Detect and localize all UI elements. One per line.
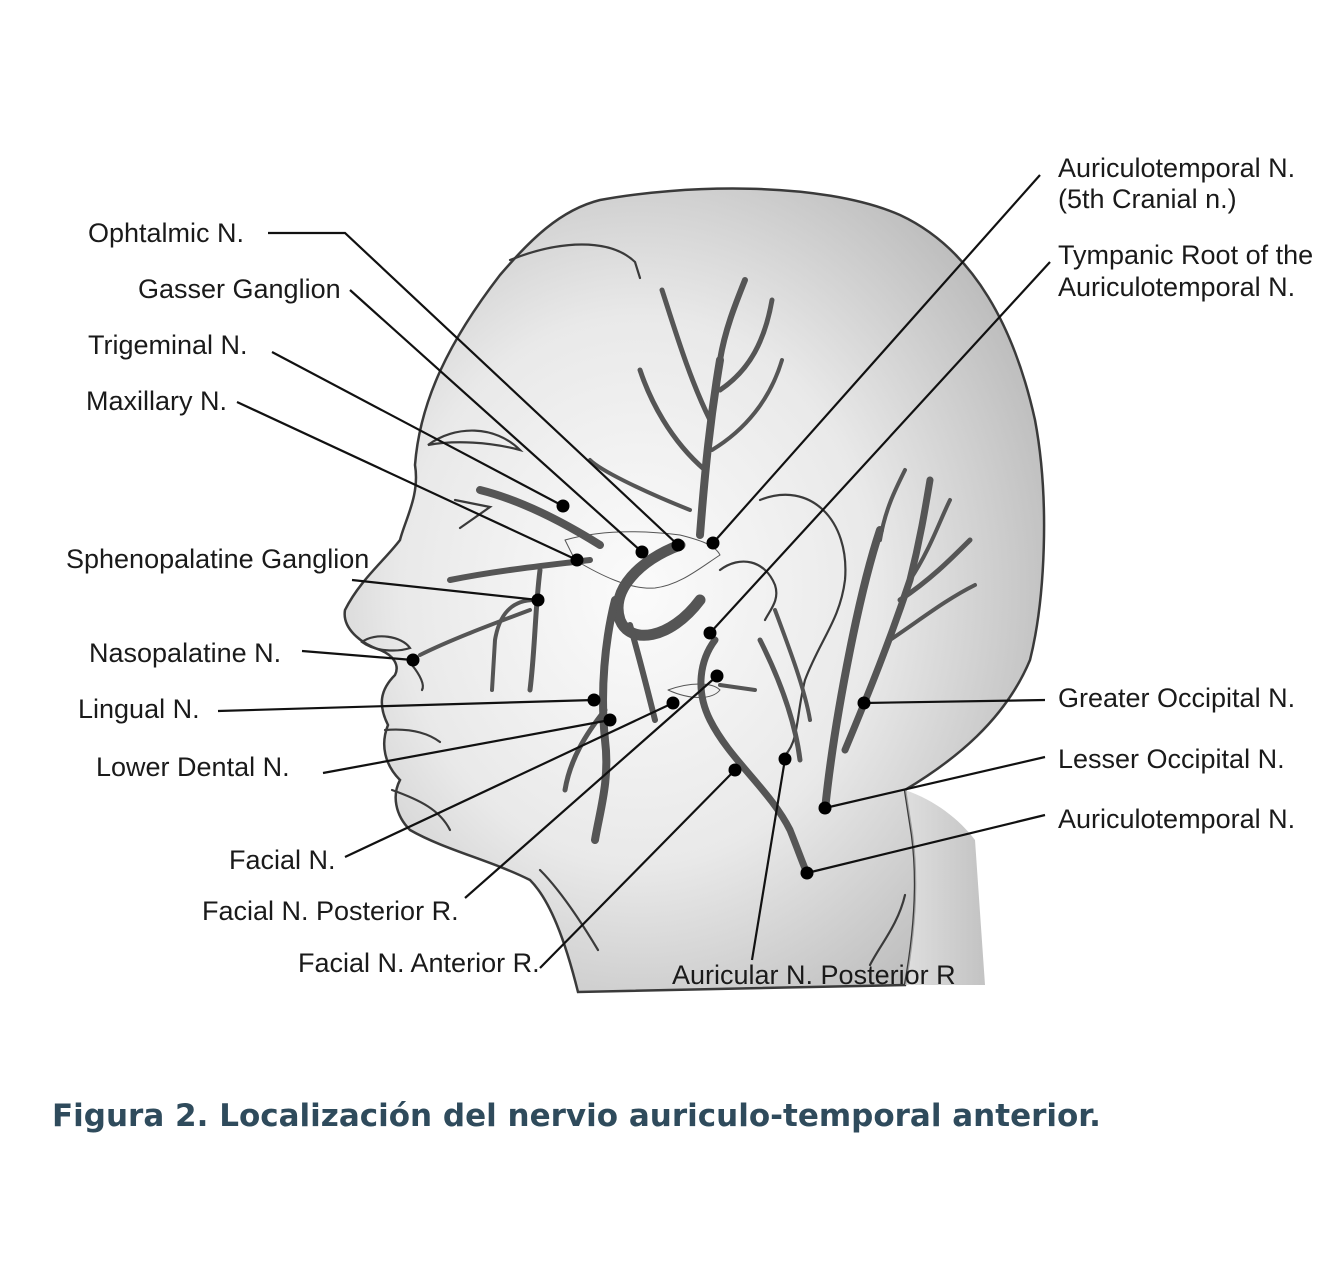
scalp-line xyxy=(508,243,642,280)
label-tympanic-line1: Tympanic Root of the xyxy=(1058,240,1313,270)
dot-tympanic xyxy=(703,626,717,640)
dot-facial-anterior xyxy=(728,763,742,777)
label-auriculotemporal-top-line2: (5th Cranial n.) xyxy=(1058,184,1237,214)
figure-caption: Figura 2. Localización del nervio auricu… xyxy=(52,1098,1101,1134)
label-greater-occipital: Greater Occipital N. xyxy=(1058,683,1295,713)
dot-sphenopalatine xyxy=(531,593,545,607)
label-ophtalmic: Ophtalmic N. xyxy=(88,218,244,248)
label-auricular-posterior: Auricular N. Posterior R xyxy=(672,960,956,990)
labels: Ophtalmic N. Gasser Ganglion Trigeminal … xyxy=(66,153,1313,990)
leader-lines xyxy=(217,174,1051,969)
dot-maxillary xyxy=(570,553,584,567)
dot-auriculotemporal-top xyxy=(706,536,720,550)
ear-inner xyxy=(718,560,778,622)
dot-ophtalmic xyxy=(671,538,685,552)
nostril xyxy=(360,635,412,652)
dot-lesser-occipital xyxy=(818,801,832,815)
mouth xyxy=(383,728,442,744)
dot-lower-dental xyxy=(603,713,617,727)
dot-lingual xyxy=(587,693,601,707)
label-facial: Facial N. xyxy=(229,845,336,875)
label-maxillary: Maxillary N. xyxy=(86,386,227,416)
head-silhouette xyxy=(343,187,1046,994)
label-auriculotemporal-bottom: Auriculotemporal N. xyxy=(1058,804,1295,834)
label-lingual: Lingual N. xyxy=(78,694,200,724)
eye xyxy=(453,498,493,530)
label-lower-dental: Lower Dental N. xyxy=(96,752,290,782)
label-nasopalatine: Nasopalatine N. xyxy=(89,638,281,668)
eyebrow xyxy=(427,429,524,453)
label-trigeminal: Trigeminal N. xyxy=(88,330,248,360)
label-facial-posterior: Facial N. Posterior R. xyxy=(202,896,459,926)
marker-dots xyxy=(406,499,871,880)
nasolabial xyxy=(410,663,424,692)
dot-facial-posterior xyxy=(710,669,724,683)
dot-auricular-posterior xyxy=(778,752,792,766)
chin-line xyxy=(390,788,452,832)
label-auriculotemporal-top-line1: Auriculotemporal N. xyxy=(1058,153,1295,183)
dot-greater-occipital xyxy=(857,696,871,710)
dot-auriculotemporal-bottom xyxy=(800,866,814,880)
ear-outer xyxy=(758,493,847,762)
label-gasser-ganglion: Gasser Ganglion xyxy=(138,274,341,304)
label-lesser-occipital: Lesser Occipital N. xyxy=(1058,744,1285,774)
neck-shadow xyxy=(905,790,985,985)
neck-back-line xyxy=(868,893,907,967)
label-tympanic-line2: Auriculotemporal N. xyxy=(1058,272,1295,302)
label-facial-anterior: Facial N. Anterior R. xyxy=(298,948,540,978)
jaw-line xyxy=(538,868,600,952)
nerve-network xyxy=(418,277,977,879)
dot-gasser xyxy=(635,545,649,559)
dot-trigeminal xyxy=(556,499,570,513)
dot-nasopalatine xyxy=(406,653,420,667)
label-sphenopalatine-ganglion: Sphenopalatine Ganglion xyxy=(66,544,369,574)
dot-facial xyxy=(666,696,680,710)
